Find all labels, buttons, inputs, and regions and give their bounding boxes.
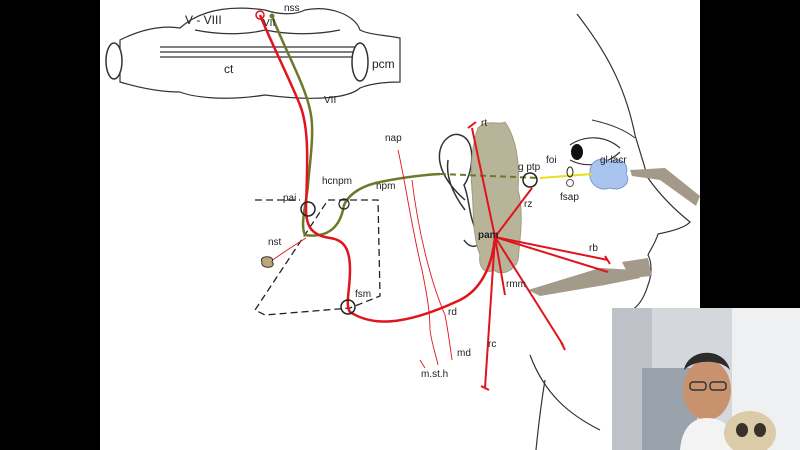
label-pam: pam (478, 230, 499, 241)
label-foi: foi (546, 155, 557, 166)
lacrimal-yellow-path (539, 173, 593, 179)
lacrimal-gland (589, 158, 629, 190)
maxilla-fragment (622, 258, 652, 278)
nss-nucleus-marker (269, 13, 275, 19)
vii-nucleus-marker (255, 10, 265, 20)
eye (569, 119, 636, 166)
pterygopalatine-ganglion (522, 172, 538, 188)
label-rd: rd (448, 307, 457, 318)
label-ct: ct (224, 62, 234, 76)
label-rc: rc (488, 339, 496, 350)
label-rz: rz (524, 199, 532, 210)
label-hcnpm: hcnpm (322, 176, 352, 187)
label-g-ptp: g ptp (518, 162, 541, 173)
label-m-st-h: m.st.h (421, 369, 448, 380)
label-npm: npm (376, 181, 395, 192)
label-vii-nerve: VII (324, 95, 336, 106)
label-nap: nap (385, 133, 402, 144)
label-gl-lacr: gl lacr (600, 155, 627, 166)
label-pcm: pcm (372, 57, 395, 71)
label-rb: rb (589, 243, 598, 254)
petrous-box (254, 199, 381, 316)
label-md: md (457, 348, 471, 359)
pons-left-end (105, 42, 123, 80)
thin-branches (265, 149, 453, 369)
nst-nucleus (260, 256, 274, 268)
presenter-webcam-icon (612, 308, 800, 450)
fsap-opening (566, 179, 574, 187)
face-profile (529, 13, 691, 450)
facial-nerve-diagram: V - VIII nss VII VII ct pcm nap rt pai h… (105, 3, 700, 450)
label-fsap: fsap (560, 192, 579, 203)
fsm-foramen (340, 299, 356, 315)
pai-ganglion (300, 201, 316, 217)
diagram-slide: V - VIII nss VII VII ct pcm nap rt pai h… (100, 0, 700, 450)
label-nss: nss (284, 3, 300, 14)
secretory-nerve-path (270, 15, 441, 237)
nasal-bone (630, 168, 700, 206)
label-vii-nucleus: VII (263, 18, 275, 29)
label-nst: nst (268, 237, 282, 248)
hard-palate (528, 268, 640, 296)
pons-outline (119, 7, 401, 99)
hcnpm-ganglion (338, 198, 350, 210)
label-pai: pai (283, 193, 296, 204)
label-fsm: fsm (355, 289, 371, 300)
label-rt: rt (481, 118, 487, 129)
presenter-webcam (612, 308, 800, 450)
label-v-viii: V - VIII (185, 13, 222, 27)
pons-right-end (351, 42, 369, 82)
foi-opening (566, 166, 574, 178)
parotid-gland (470, 121, 522, 274)
label-rmm: rmm (506, 279, 526, 290)
branch-ticks (467, 121, 611, 391)
facial-branches (471, 127, 609, 389)
